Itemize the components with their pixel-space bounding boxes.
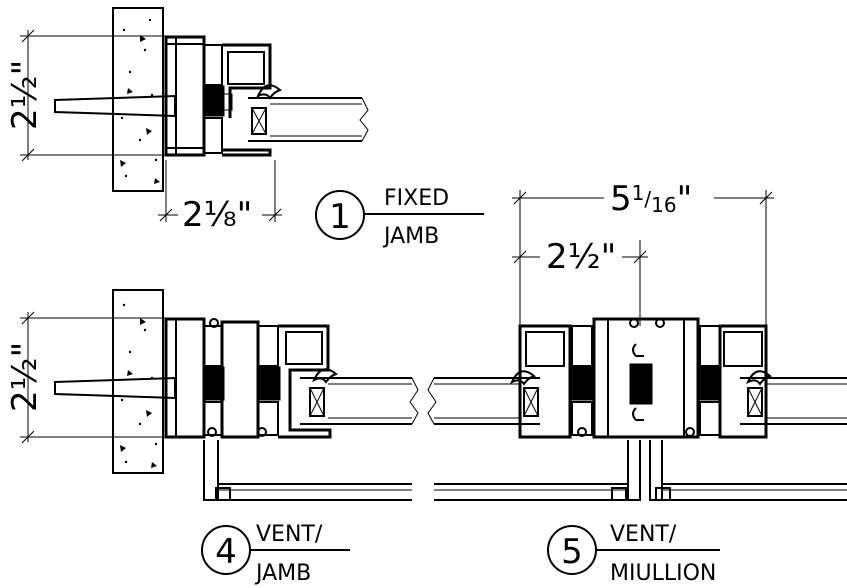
detail-number: 5 — [561, 532, 583, 572]
concrete-hatch — [120, 303, 158, 468]
detail-number: 4 — [215, 532, 237, 572]
detail-title-top: VENT/ — [610, 522, 677, 547]
detail-number: 1 — [329, 197, 351, 237]
detail-fixed-jamb: 2½" 2⅛" 1 FIX — [5, 7, 484, 249]
detail-title-bottom: MIULLION — [610, 561, 716, 586]
thermal-break — [571, 365, 593, 401]
fixed-jamb-width-dim: 2⅛" — [182, 195, 252, 235]
vent-mullion-overall-dim: 51/16" — [610, 179, 692, 219]
thermal-break — [629, 363, 653, 405]
detail-title-top: VENT/ — [256, 522, 323, 547]
concrete-wall — [112, 7, 164, 192]
detail-title-bottom: JAMB — [382, 224, 439, 249]
detail-title-top: FIXED — [384, 186, 449, 211]
detail-vent-jamb: 2½" 4 VENT/ JAMB — [5, 289, 419, 586]
thermal-break — [699, 365, 721, 401]
vent-jamb-height-dim: 2½" — [5, 342, 45, 412]
fixed-jamb-height-dim: 2½" — [5, 60, 45, 130]
concrete-hatch — [120, 18, 160, 184]
vent-mullion-partial-dim: 2½" — [546, 237, 616, 277]
detail-vent-mullion: 51/16" 2½" — [427, 178, 847, 586]
thermal-break — [203, 366, 225, 401]
detail-title-bottom: JAMB — [254, 561, 311, 586]
thermal-break — [203, 85, 225, 117]
thermal-break — [257, 366, 281, 401]
concrete-wall — [112, 289, 164, 474]
